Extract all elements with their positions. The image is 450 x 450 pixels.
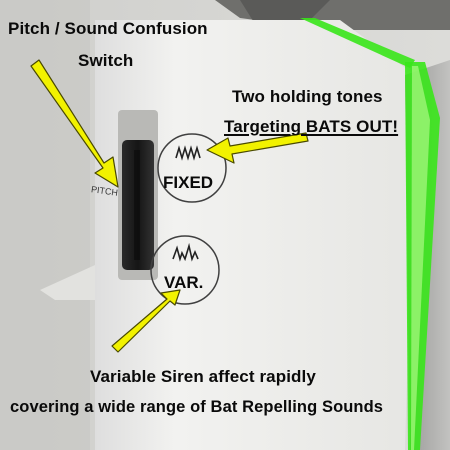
green-edge-highlight <box>411 66 430 450</box>
switch-title-line2: Switch <box>78 51 134 70</box>
variable-waveform-icon <box>172 242 199 262</box>
fixed-callout-circle <box>157 133 227 203</box>
tones-line2: Targeting BATS OUT! <box>224 117 399 136</box>
green-edge-top <box>300 18 415 68</box>
arrow-to-var <box>111 289 181 353</box>
wall-shadow <box>0 0 90 450</box>
var-callout-circle <box>150 235 220 305</box>
device-housing <box>95 20 415 450</box>
housing-left-ledge <box>40 265 95 300</box>
siren-line2: covering a wide range of Bat Repelling S… <box>10 398 384 416</box>
tones-line1: Two holding tones <box>232 87 383 106</box>
fixed-waveform-icon <box>175 145 201 161</box>
var-label: VAR. <box>164 273 204 292</box>
siren-line1: Variable Siren affect rapidly <box>90 367 316 386</box>
switch-slot <box>134 150 140 260</box>
switch-title-line1: Pitch / Sound Confusion <box>8 19 208 38</box>
arrow-to-switch <box>30 59 119 188</box>
fixed-label: FIXED <box>163 173 214 192</box>
arrow-to-fixed <box>206 132 309 164</box>
